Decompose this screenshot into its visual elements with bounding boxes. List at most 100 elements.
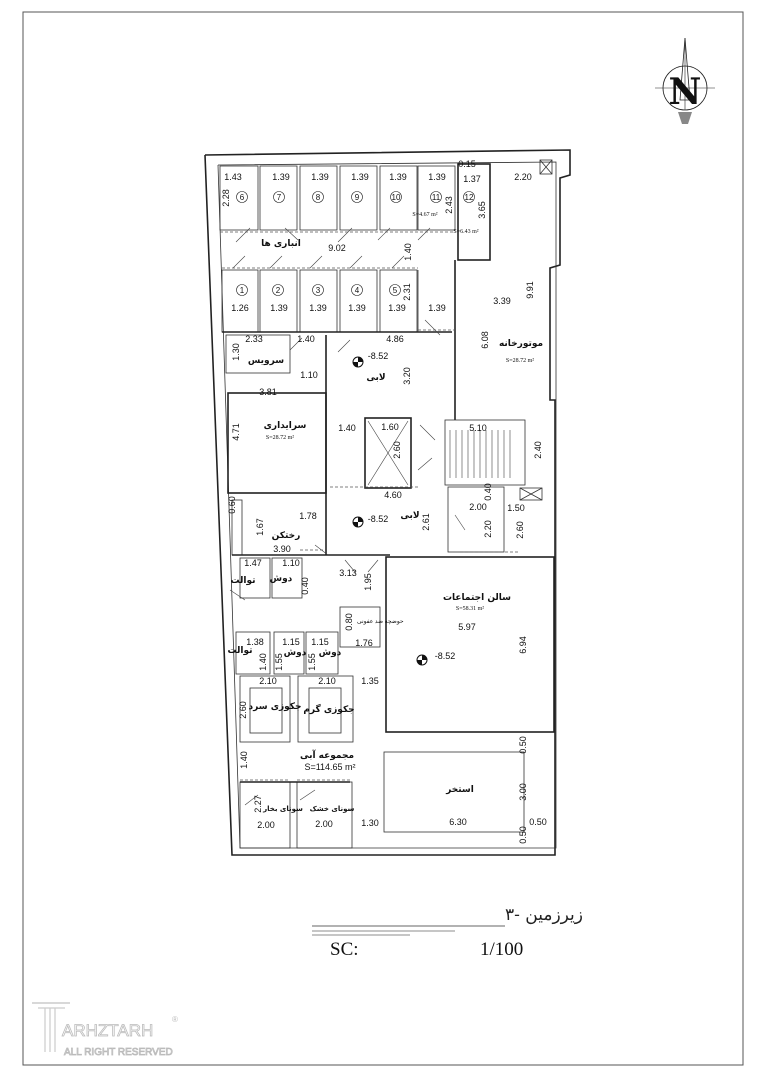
dimension-label: 2.27 bbox=[253, 795, 263, 813]
scale-value: 1/100 bbox=[480, 939, 523, 960]
room-label-shower1: دوش bbox=[270, 574, 293, 584]
storage-number-circle bbox=[312, 191, 324, 203]
dimension-label: 1.30 bbox=[361, 818, 379, 828]
dimension-label: 1.38 bbox=[246, 637, 264, 647]
room-label-cold-jacuzzi: جکوزی سرد bbox=[249, 702, 302, 712]
level-label: -8.52 bbox=[435, 651, 456, 661]
dimension-label: 5.10 bbox=[469, 423, 487, 433]
dimension-label: 1.26 bbox=[231, 303, 249, 313]
logo-subtitle: ALL RIGHT RESERVED bbox=[64, 1047, 173, 1058]
storage-number: 12 bbox=[465, 193, 474, 202]
dimension-label: 1.78 bbox=[299, 511, 317, 521]
room-label-shower2: دوش bbox=[284, 648, 307, 658]
dimension-label: 3.13 bbox=[339, 568, 357, 578]
storage-number: 4 bbox=[355, 286, 360, 295]
storage-number-circle bbox=[463, 191, 475, 203]
building-outline bbox=[204, 149, 571, 856]
dimension-label: 9.02 bbox=[328, 243, 346, 253]
dimension-label: 9.91 bbox=[525, 281, 535, 299]
arhztarh-logo bbox=[32, 1002, 70, 1052]
dimension-label: 1.39 bbox=[272, 172, 290, 182]
dimension-label: 2.31 bbox=[402, 283, 412, 301]
dimension-label: 0.60 bbox=[227, 496, 237, 514]
room-walls bbox=[225, 334, 555, 849]
storage-number: 8 bbox=[316, 193, 321, 202]
dimension-label: 2.40 bbox=[533, 441, 543, 459]
dimension-label: 1.55 bbox=[307, 653, 317, 671]
dimension-label: 2.28 bbox=[221, 189, 231, 207]
dimension-label: 0.40 bbox=[483, 483, 493, 501]
dimension-label: 1.35 bbox=[361, 676, 379, 686]
room-label-toilet2: توالت bbox=[227, 646, 252, 656]
storage-number: 7 bbox=[277, 193, 282, 202]
north-label: N bbox=[669, 71, 702, 113]
storage-number: 10 bbox=[392, 193, 401, 202]
dimension-label: 2.33 bbox=[245, 334, 263, 344]
dimension-label: 1.50 bbox=[507, 503, 525, 513]
dimension-label: 1.39 bbox=[348, 303, 366, 313]
area-label-hall: S=58.31 m² bbox=[456, 606, 484, 612]
storage-number-circle bbox=[272, 284, 284, 296]
scale-label: SC: bbox=[330, 939, 359, 960]
dimension-label: 0.15 bbox=[458, 159, 476, 169]
room-label-engine-room: موتورخانه bbox=[499, 339, 543, 349]
dimension-label: 0.80 bbox=[344, 613, 354, 631]
room-label-storages: انباری ها bbox=[261, 239, 301, 249]
sheet-border bbox=[22, 11, 744, 1066]
storage-number: 9 bbox=[355, 193, 360, 202]
dimension-label: 2.10 bbox=[318, 676, 336, 686]
dimension-label: 4.71 bbox=[231, 423, 241, 441]
dimension-label: 1.15 bbox=[282, 637, 300, 647]
dimension-label: 2.60 bbox=[515, 521, 525, 539]
dimension-label: 1.39 bbox=[388, 303, 406, 313]
storage-number-circle bbox=[312, 284, 324, 296]
dimension-label: 4.60 bbox=[384, 490, 402, 500]
dimension-label: 1.39 bbox=[428, 172, 446, 182]
room-label-footbath: حوضچه ضد عفونی bbox=[357, 619, 404, 625]
dimension-label: 6.30 bbox=[449, 817, 467, 827]
drawing-title: زیرزمین -۳ bbox=[505, 905, 583, 925]
dimension-label: 3.39 bbox=[493, 296, 511, 306]
dimension-label: 1.40 bbox=[338, 423, 356, 433]
dimension-label: 1.39 bbox=[309, 303, 327, 313]
dimension-label: 1.10 bbox=[300, 370, 318, 380]
logo-name: ARHZTARH bbox=[62, 1021, 153, 1040]
door-swings bbox=[220, 227, 520, 806]
dimension-label: 3.00 bbox=[518, 783, 528, 801]
dimension-label: 0.50 bbox=[529, 817, 547, 827]
storage-number-circle bbox=[351, 284, 363, 296]
room-label-service: سرویس bbox=[248, 356, 284, 366]
registered-mark: ® bbox=[172, 1015, 178, 1024]
room-label-water-complex: مجموعه آبی bbox=[300, 749, 354, 761]
storage-number-circle bbox=[390, 191, 402, 203]
dimension-label: 2.00 bbox=[257, 820, 275, 830]
area-label-caretaker: S=28.72 m² bbox=[266, 435, 294, 441]
level-label: -8.52 bbox=[368, 351, 389, 361]
dimension-label: 3.90 bbox=[273, 544, 291, 554]
dimension-label: 2.61 bbox=[421, 513, 431, 531]
dimension-label: 2.10 bbox=[259, 676, 277, 686]
dimension-label: 1.39 bbox=[428, 303, 446, 313]
storage-number-circle bbox=[236, 191, 248, 203]
storage-number: 3 bbox=[316, 286, 321, 295]
dimension-label: 1.39 bbox=[351, 172, 369, 182]
dimension-label: 1.95 bbox=[363, 573, 373, 591]
area-label-storage11: S=4.67 m² bbox=[412, 212, 437, 218]
dimension-label: 3.20 bbox=[402, 367, 412, 385]
room-label-lobby1: لابی bbox=[366, 373, 385, 383]
room-label-caretaker: سرایداری bbox=[264, 421, 307, 431]
storage-number: 11 bbox=[432, 193, 441, 202]
dimension-label: 1.40 bbox=[403, 243, 413, 261]
dimension-label: 2.00 bbox=[469, 502, 487, 512]
dimension-label: 6.94 bbox=[518, 636, 528, 654]
dimension-label: 2.00 bbox=[315, 819, 333, 829]
storage-number: 6 bbox=[240, 193, 245, 202]
area-label-storage12: S=6.43 m² bbox=[453, 229, 478, 235]
dimension-label: 1.40 bbox=[258, 653, 268, 671]
storage-number-circle bbox=[351, 191, 363, 203]
dimension-label: 1.30 bbox=[231, 343, 241, 361]
dimension-label: 1.39 bbox=[389, 172, 407, 182]
dimension-label: 2.20 bbox=[514, 172, 532, 182]
storage-number-circle bbox=[389, 284, 401, 296]
level-label: -8.52 bbox=[368, 514, 389, 524]
